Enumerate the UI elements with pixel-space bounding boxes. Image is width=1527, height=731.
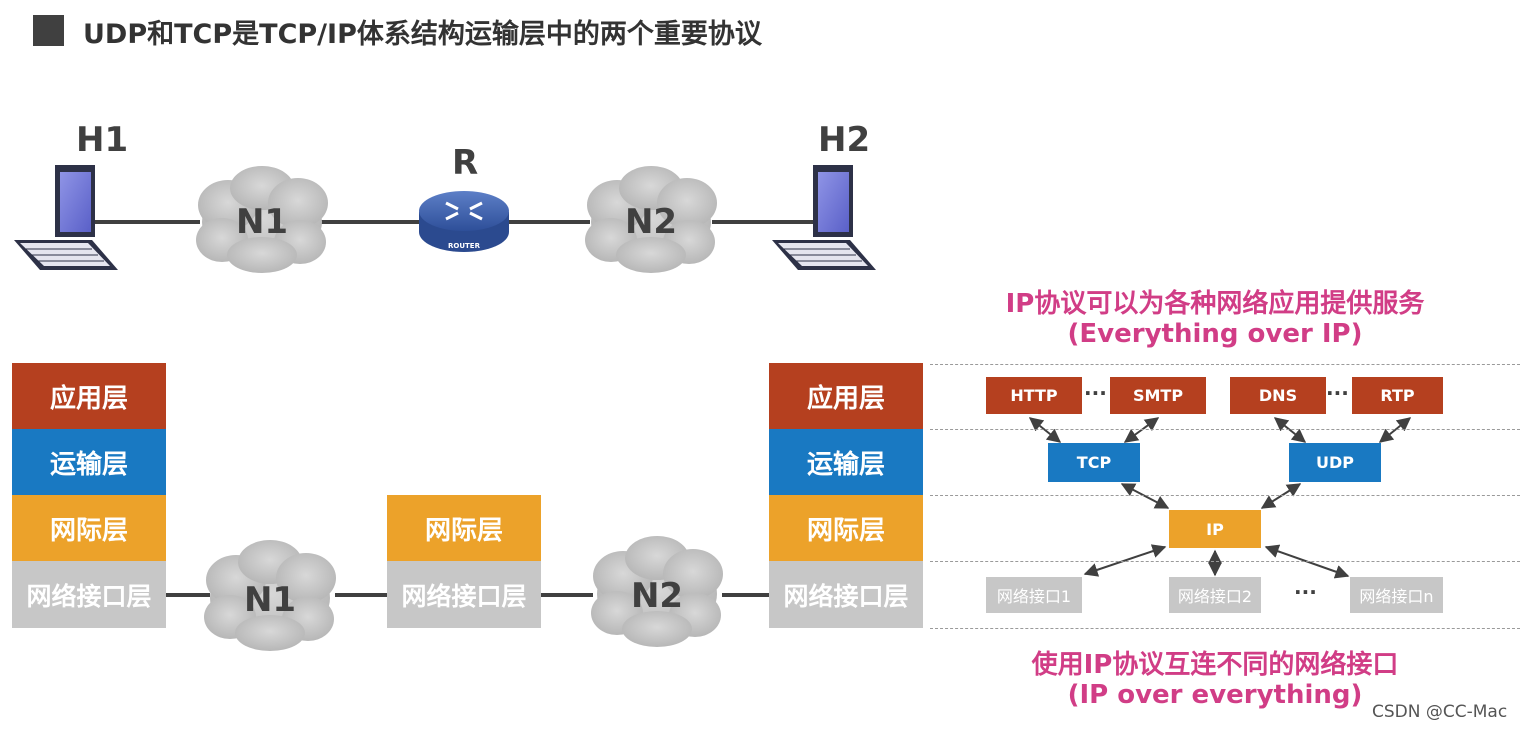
cloud-n1-bottom-label: N1 (243, 580, 297, 620)
cloud-n2-top-shape (585, 166, 717, 273)
guide-line-5 (930, 628, 1520, 629)
proto-udp: UDP (1289, 443, 1381, 482)
cloud-n1-bottom-shape (204, 540, 336, 651)
arrow-http-tcp (1028, 417, 1062, 443)
router-badge: ROUTER (448, 242, 480, 250)
h1-application-layer: 应用层 (12, 363, 166, 429)
host-h1-label: H1 (76, 120, 129, 160)
cloud-n1-top: N1 (202, 182, 322, 262)
guide-line-4 (930, 561, 1520, 562)
watermark: CSDN @CC-Mac (1372, 702, 1508, 722)
caption-bottom-line1: 使用IP协议互连不同的网络接口 (1031, 650, 1399, 680)
guide-line-1 (930, 364, 1520, 365)
caption-bottom-line2: (IP over everything) (1067, 680, 1363, 710)
ellipsis-app-left: ··· (1084, 381, 1107, 405)
ellipsis-app-right: ··· (1326, 381, 1349, 405)
h1-link-layer: 网络接口层 (12, 561, 166, 628)
cloud-n1-top-label: N1 (235, 202, 289, 242)
laptop-h1-icon (14, 165, 118, 270)
arrow-ip-if1 (1083, 544, 1167, 577)
h1-transport-layer: 运输层 (12, 429, 166, 495)
arrow-tcp-ip (1120, 483, 1170, 509)
page-title: UDP和TCP是TCP/IP体系结构运输层中的两个重要协议 (83, 19, 762, 50)
router-internet-layer: 网际层 (387, 495, 541, 561)
h2-application-layer: 应用层 (769, 363, 923, 429)
arrow-dns-udp (1273, 417, 1307, 443)
cloud-n2-bottom-label: N2 (630, 576, 684, 616)
cloud-n2-top: N2 (591, 182, 711, 262)
laptop-h2-icon (772, 165, 876, 270)
proto-smtp: SMTP (1110, 377, 1206, 414)
router-link-layer: 网络接口层 (387, 561, 541, 628)
router-label: R (452, 143, 479, 183)
arrow-smtp-tcp (1123, 417, 1160, 443)
proto-interface-2: 网络接口2 (1169, 577, 1261, 613)
cloud-n2-bottom-shape (591, 536, 723, 647)
title-marker (33, 15, 64, 46)
caption-top-line1: IP协议可以为各种网络应用提供服务 (1005, 289, 1425, 319)
cloud-n1-bottom: N1 (210, 560, 330, 640)
proto-interface-1: 网络接口1 (986, 577, 1082, 613)
arrow-rtp-udp (1378, 417, 1412, 443)
h1-internet-layer: 网际层 (12, 495, 166, 561)
cloud-n2-top-label: N2 (624, 202, 678, 242)
router-icon (419, 191, 509, 252)
proto-rtp: RTP (1352, 377, 1443, 414)
proto-http: HTTP (986, 377, 1082, 414)
ellipsis-interfaces: ··· (1294, 580, 1317, 604)
host-h2-label: H2 (818, 120, 871, 160)
guide-line-2 (930, 429, 1520, 430)
proto-tcp: TCP (1048, 443, 1140, 482)
h2-link-layer: 网络接口层 (769, 561, 923, 628)
h2-transport-layer: 运输层 (769, 429, 923, 495)
cloud-n1-top-shape (196, 166, 328, 273)
proto-interface-n: 网络接口n (1350, 577, 1443, 613)
proto-dns: DNS (1230, 377, 1326, 414)
proto-ip: IP (1169, 510, 1261, 548)
arrow-udp-ip (1260, 483, 1302, 509)
guide-line-3 (930, 495, 1520, 496)
h2-internet-layer: 网际层 (769, 495, 923, 561)
cloud-n2-bottom: N2 (597, 556, 717, 636)
caption-top-line2: (Everything over IP) (1067, 319, 1363, 349)
